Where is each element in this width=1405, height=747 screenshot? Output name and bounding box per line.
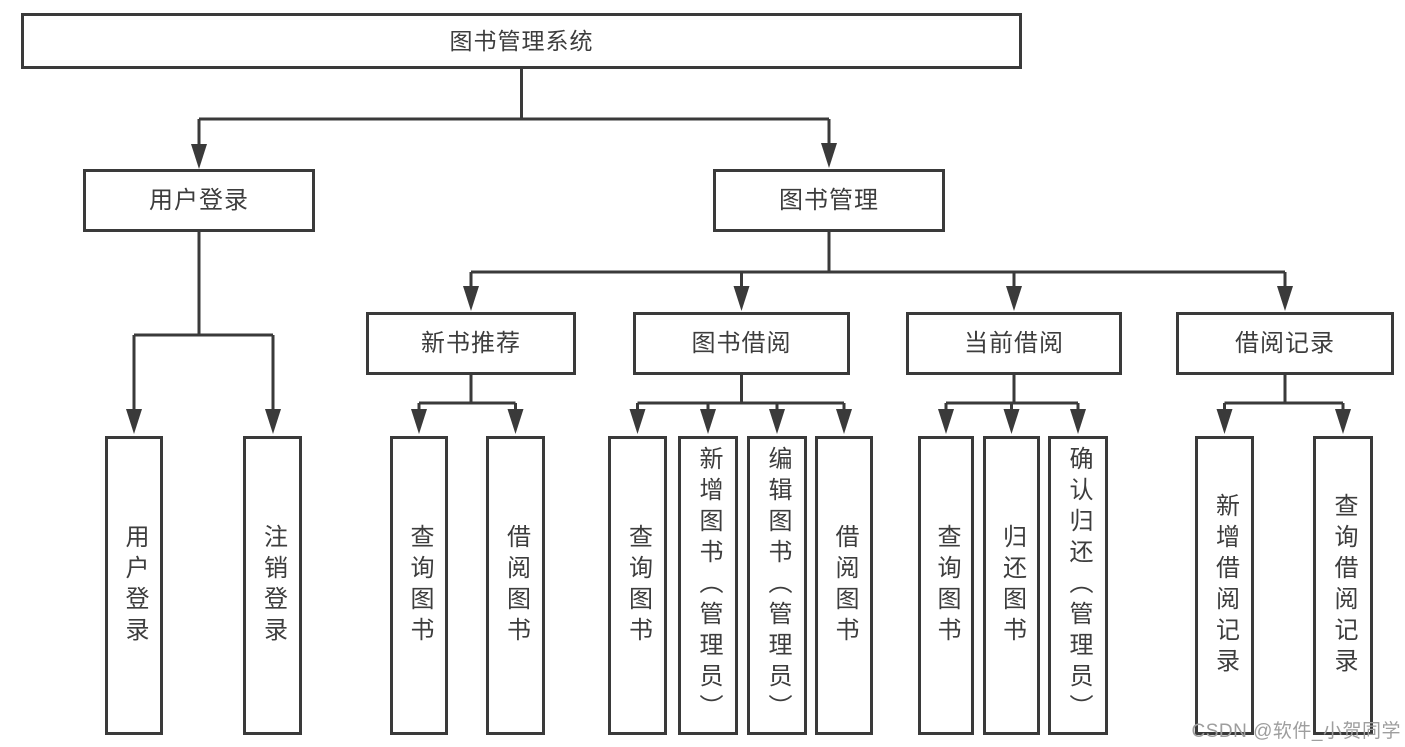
node-confirm-return-admin: 确认归还（管理员） bbox=[1048, 436, 1108, 735]
node-borrowing-records: 借阅记录 bbox=[1176, 312, 1394, 375]
node-add-books-admin: 新增图书（管理员） bbox=[678, 436, 738, 735]
node-query-books-current: 查询图书 bbox=[918, 436, 974, 735]
node-borrow-books-leaf: 借阅图书 bbox=[815, 436, 873, 735]
csdn-watermark: CSDN @软件_小贺同学 bbox=[1191, 721, 1401, 742]
node-query-borrow-record: 查询借阅记录 bbox=[1313, 436, 1373, 735]
node-library-management-system: 图书管理系统 bbox=[21, 13, 1022, 69]
connector-newbook-to-children bbox=[411, 375, 524, 434]
node-query-books-recommend: 查询图书 bbox=[390, 436, 448, 735]
node-borrow-books-recommend: 借阅图书 bbox=[486, 436, 545, 735]
node-add-borrow-record: 新增借阅记录 bbox=[1195, 436, 1254, 735]
connector-currentborrow-to-children bbox=[938, 375, 1086, 434]
connector-bookborrow-to-children bbox=[629, 375, 852, 434]
node-book-management: 图书管理 bbox=[713, 169, 945, 232]
node-return-books: 归还图书 bbox=[983, 436, 1040, 735]
node-book-borrowing: 图书借阅 bbox=[633, 312, 850, 375]
node-user-login: 用户登录 bbox=[83, 169, 315, 232]
node-new-book-recommendation: 新书推荐 bbox=[366, 312, 576, 375]
node-edit-books-admin: 编辑图书（管理员） bbox=[747, 436, 807, 735]
node-current-borrowing: 当前借阅 bbox=[906, 312, 1122, 375]
connector-root-to-level2 bbox=[191, 69, 837, 169]
connector-userlogin-to-children bbox=[126, 232, 281, 434]
node-user-login-leaf: 用户登录 bbox=[105, 436, 163, 735]
connector-borrowrecord-to-children bbox=[1216, 375, 1351, 434]
node-logout-leaf: 注销登录 bbox=[243, 436, 302, 735]
node-query-books-borrow: 查询图书 bbox=[608, 436, 667, 735]
connector-bookmgmt-to-level3 bbox=[463, 232, 1293, 311]
